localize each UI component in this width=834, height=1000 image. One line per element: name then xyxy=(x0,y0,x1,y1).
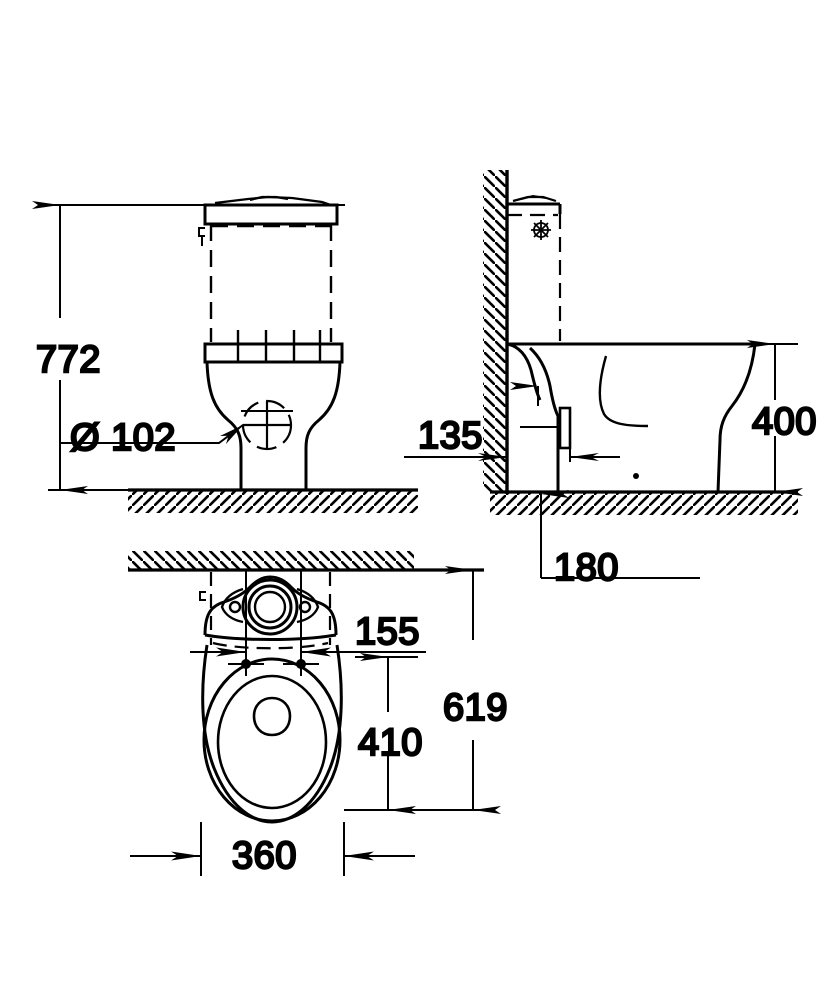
front-bowl-rim xyxy=(203,330,344,364)
side-fixing-dot xyxy=(633,473,639,479)
dimension-180-label: 180 xyxy=(554,547,619,589)
dimension-180 xyxy=(540,490,700,579)
plan-cistern-footprint xyxy=(199,572,332,650)
dimension-400 xyxy=(747,340,803,496)
dimension-772 xyxy=(32,201,345,494)
front-elevation-view: 772 Ø 102 xyxy=(32,195,418,513)
side-elevation-view: 135 400 180 xyxy=(404,170,818,590)
dimension-155-label: 155 xyxy=(355,611,420,653)
dimension-135-label: 135 xyxy=(418,415,483,457)
front-outlet-symbol xyxy=(241,399,293,451)
plan-seat-inner-rim xyxy=(202,657,342,823)
dimension-400-label: 400 xyxy=(752,401,817,443)
front-floor xyxy=(128,488,418,513)
side-inlet-valve-icon xyxy=(531,220,551,240)
dimension-410-label: 410 xyxy=(358,722,423,764)
front-cistern-fitting xyxy=(198,227,205,246)
plan-bowl-inner xyxy=(216,674,328,810)
front-cistern-lid xyxy=(203,195,339,226)
side-cistern xyxy=(507,194,562,341)
plan-wall xyxy=(128,551,484,572)
dimension-360-label: 360 xyxy=(232,835,297,877)
plan-flush-button xyxy=(241,578,299,636)
dimension-619-label: 619 xyxy=(443,687,508,729)
plan-lid-screws xyxy=(220,587,320,624)
plan-fixing-hole-right xyxy=(283,642,319,676)
side-wall xyxy=(483,170,509,494)
dimension-102-label: Ø 102 xyxy=(70,417,176,459)
plan-water-spot xyxy=(252,696,292,737)
dimension-spigot-detail xyxy=(510,382,620,462)
dimension-360 xyxy=(130,822,415,876)
dimension-135 xyxy=(404,440,508,470)
side-outlet-spigot xyxy=(558,406,572,450)
front-cistern-body xyxy=(209,224,333,342)
dimension-102-leader xyxy=(60,424,244,444)
plan-cistern-clip xyxy=(199,591,206,601)
dimension-772-label: 772 xyxy=(36,339,101,381)
side-floor xyxy=(490,490,798,515)
plan-view: 155 410 619 360 xyxy=(128,551,509,878)
side-pan-body xyxy=(506,342,757,493)
